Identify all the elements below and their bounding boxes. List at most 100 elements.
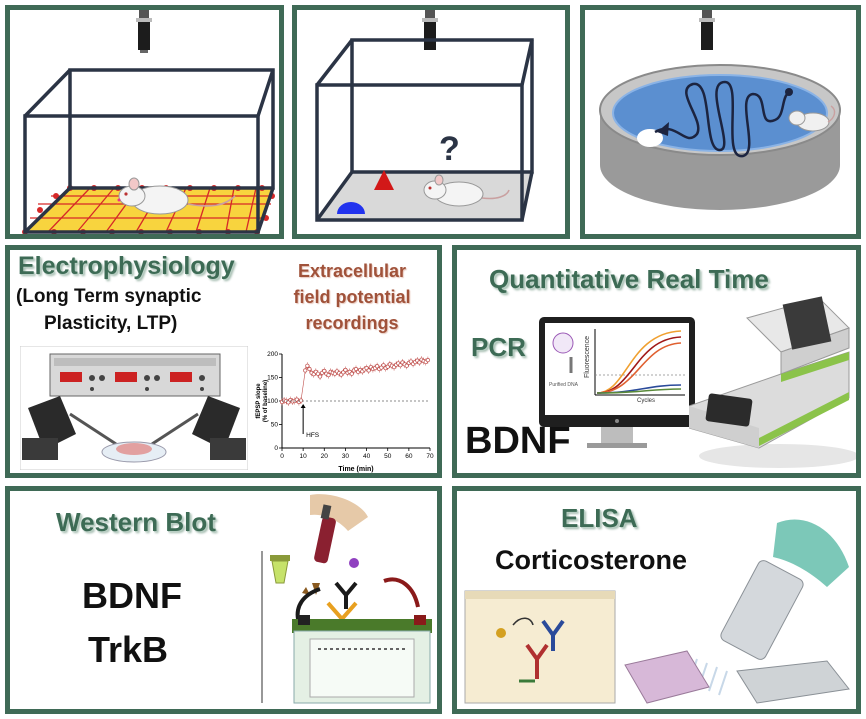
western-blot-title: Western Blot [56, 507, 216, 537]
electrode-wire-red [383, 577, 420, 608]
ltp-data-point [353, 366, 359, 372]
western-blot-illustration [261, 494, 432, 704]
water-maze-panel [580, 5, 861, 239]
pcr-label: PCR [471, 332, 526, 362]
pipette-icon [314, 516, 336, 564]
x-tick-label: 0 [280, 453, 284, 460]
gloved-hand-icon [773, 519, 849, 587]
y-tick-label: 150 [267, 375, 278, 382]
antibody-icon [334, 581, 358, 609]
question-mark: ? [439, 130, 460, 168]
water-maze-illustration [599, 10, 841, 210]
ltp-subtitle-line2: Plasticity, LTP) [44, 313, 178, 334]
ltp-data-points [279, 356, 430, 406]
micromanipulator-right [151, 396, 246, 460]
reaction-container [464, 590, 616, 704]
dome-object-icon [337, 202, 365, 214]
ltp-data-point [298, 398, 304, 403]
open-field-illustration [22, 10, 275, 234]
arena-floor [317, 172, 532, 220]
water-tank [599, 64, 841, 210]
recording-caption-line2: field potential [293, 287, 411, 307]
electrode-wire-black [295, 587, 321, 620]
mouse-icon [788, 105, 836, 132]
y-tick-label: 50 [271, 422, 279, 429]
monitor-illustration [539, 317, 695, 448]
x-tick-label: 10 [300, 453, 308, 460]
y-tick-label: 100 [267, 398, 278, 405]
hfs-arrowhead-icon [300, 404, 306, 408]
cycler-lid-icon [782, 296, 832, 350]
mouse-icon [117, 177, 236, 215]
camera-icon [701, 22, 713, 50]
cycler-display [705, 393, 753, 427]
ltp-data-point [375, 364, 380, 369]
antigen-icon [496, 628, 506, 638]
wb-target-bdnf: BDNF [82, 575, 182, 616]
novel-object-arena [315, 38, 534, 222]
x-tick-label: 40 [363, 453, 371, 460]
y-axis-label-line2: (% of baseline) [263, 380, 269, 422]
ltp-data-point [343, 367, 348, 373]
electrophysiology-title: Electrophysiology [18, 252, 235, 280]
micromanipulator-left [22, 396, 117, 460]
elisa-panel: ELISA Corticosterone [452, 486, 861, 714]
screen-sample-label: Purified DNA [549, 382, 578, 388]
ltp-data-point [417, 360, 422, 365]
platform-icon [637, 129, 663, 147]
swim-path [654, 80, 790, 158]
x-tick-label: 50 [384, 453, 392, 460]
wb-target-trkb: TrkB [88, 629, 169, 670]
recording-caption-line1: Extracellular [297, 261, 407, 281]
elisa-title: ELISA [561, 503, 638, 533]
x-tick-label: 60 [405, 453, 413, 460]
western-blot-panel: Western Blot BDNF TrkB [5, 486, 442, 714]
microplate-icon [624, 650, 710, 704]
hfs-annotation: HFS [306, 432, 320, 439]
ltp-data-point [303, 368, 308, 373]
open-field-panel [5, 5, 284, 239]
ltp-data-point [425, 358, 430, 363]
qpcr-panel: Quantitative Real Time PCR BDNF Purified… [452, 245, 861, 478]
open-field-arena [23, 68, 275, 234]
qpcr-title: Quantitative Real Time [489, 264, 769, 294]
camera-icon [138, 22, 150, 50]
ltp-data-point [404, 363, 409, 368]
elisa-target-corticosterone: Corticosterone [495, 545, 688, 575]
ltp-data-point [322, 368, 327, 373]
camera-icon [424, 22, 436, 50]
y-axis-label-line1: fEPSP slope [256, 383, 262, 419]
antibody-red-icon [525, 643, 549, 679]
antibody-blue-icon [541, 619, 565, 651]
recording-caption: Extracellular field potential recordings [266, 258, 437, 336]
screen-x-label: Cycles [637, 398, 656, 404]
screen-y-label: Fluorescence [584, 335, 591, 378]
ltp-data-point [315, 371, 320, 376]
ltp-subtitle-line1: (Long Term synaptic [16, 286, 202, 307]
sample-tube-icon [271, 560, 289, 584]
recording-caption-line3: recordings [305, 313, 399, 333]
ltp-data-point [366, 368, 371, 373]
ltp-data-point [305, 363, 310, 368]
y-tick-label: 0 [274, 445, 278, 452]
electrophysiology-panel: Electrophysiology (Long Term synaptic Pl… [5, 245, 442, 478]
multichannel-pipette-icon [720, 560, 804, 660]
novel-object-illustration [315, 10, 534, 222]
amplifier-display [60, 372, 82, 382]
thermal-cycler-illustration [689, 296, 856, 468]
ltp-data-point [349, 371, 354, 376]
brain-slice [116, 443, 152, 455]
elisa-illustration [464, 519, 850, 704]
ltp-data-point [307, 366, 312, 372]
ltp-data-point [326, 373, 331, 378]
electrophysiology-rig-illustration [20, 346, 248, 470]
x-tick-label: 70 [426, 453, 434, 460]
ltp-data-point [398, 363, 403, 368]
mouse-icon [423, 174, 510, 207]
hand-icon [310, 494, 368, 531]
y-tick-label: 200 [267, 351, 278, 358]
gel-tank-lid [292, 619, 432, 633]
reservoir-icon [736, 660, 850, 704]
x-axis-label: Time (min) [338, 466, 373, 473]
